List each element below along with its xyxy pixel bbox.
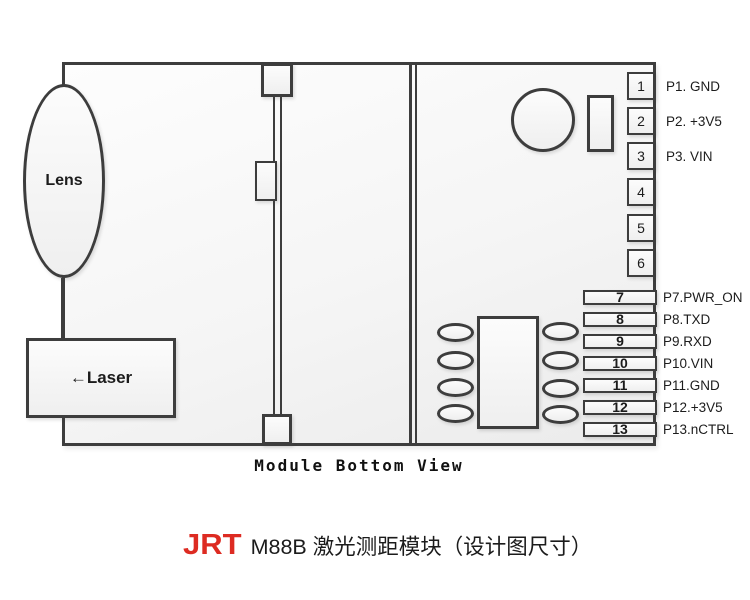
- divider-line-right: [414, 65, 417, 443]
- pin-6-number: 6: [637, 255, 645, 271]
- pin-12: 12: [583, 400, 657, 415]
- pin-1-label: P1. GND: [666, 79, 721, 94]
- pin-8-label: P8.TXD: [663, 312, 711, 327]
- diagram-caption: Module Bottom View: [254, 456, 464, 475]
- ic-pad-right-2: [542, 351, 579, 370]
- rail-line-left: [273, 95, 275, 417]
- pin-2-number: 2: [637, 113, 645, 129]
- pin-4-number: 4: [637, 184, 645, 200]
- ic-pad-left-4: [437, 404, 474, 423]
- pin-8-number: 8: [616, 311, 624, 327]
- pin-1: 1: [627, 72, 655, 100]
- pin-2-label: P2. +3V5: [666, 114, 722, 129]
- pin-12-label: P12.+3V5: [663, 400, 723, 415]
- rail-side-block: [255, 161, 277, 201]
- ic-pad-left-2: [437, 351, 474, 370]
- pin-13-label: P13.nCTRL: [663, 422, 734, 437]
- pin-9-label: P9.RXD: [663, 334, 712, 349]
- pin-12-number: 12: [612, 399, 628, 415]
- pin-7: 7: [583, 290, 657, 305]
- pin-11-number: 11: [612, 377, 628, 393]
- pin-7-number: 7: [616, 289, 624, 305]
- pin-11: 11: [583, 378, 657, 393]
- pin-9-number: 9: [616, 333, 624, 349]
- footer-title: M88B 激光测距模块（设计图尺寸）: [250, 534, 593, 559]
- pin-13-number: 13: [612, 421, 628, 437]
- ic-body: [477, 316, 539, 429]
- laser-label: ←Laser: [69, 368, 133, 387]
- pin-11-label: P11.GND: [663, 378, 720, 393]
- pin-9: 9: [583, 334, 657, 349]
- ic-pad-right-3: [542, 379, 579, 398]
- divider-line-left: [409, 65, 412, 443]
- pin-7-label: P7.PWR_ON: [663, 290, 743, 305]
- jrt-logo: JRT: [183, 528, 242, 561]
- footer: JRT M88B 激光测距模块（设计图尺寸）: [183, 527, 592, 563]
- rail-bottom-block: [262, 414, 292, 445]
- pin-3-label: P3. VIN: [666, 149, 713, 164]
- rail-top-block: [261, 63, 293, 97]
- round-component: [511, 88, 575, 152]
- lens-label: Lens: [45, 172, 83, 189]
- pin-3-number: 3: [637, 148, 645, 164]
- ic-pad-left-3: [437, 378, 474, 397]
- pin-10-number: 10: [612, 355, 628, 371]
- pin-13: 13: [583, 422, 657, 437]
- pin-10: 10: [583, 356, 657, 371]
- ic-pad-right-4: [542, 405, 579, 424]
- rail-line-right: [280, 95, 282, 417]
- pin-2: 2: [627, 107, 655, 135]
- pin-4: 4: [627, 178, 655, 206]
- pin-10-label: P10.VIN: [663, 356, 714, 371]
- pin-6: 6: [627, 249, 655, 277]
- pin-5: 5: [627, 214, 655, 242]
- lens-laser-connector: [61, 278, 64, 338]
- lens-shape: Lens: [23, 84, 105, 278]
- ic-pad-right-1: [542, 322, 579, 341]
- pin-5-number: 5: [637, 220, 645, 236]
- rect-component: [587, 95, 614, 152]
- pin-3: 3: [627, 142, 655, 170]
- ic-pad-left-1: [437, 323, 474, 342]
- pin-8: 8: [583, 312, 657, 327]
- pin-1-number: 1: [637, 78, 645, 94]
- laser-shape: ←Laser: [26, 338, 176, 418]
